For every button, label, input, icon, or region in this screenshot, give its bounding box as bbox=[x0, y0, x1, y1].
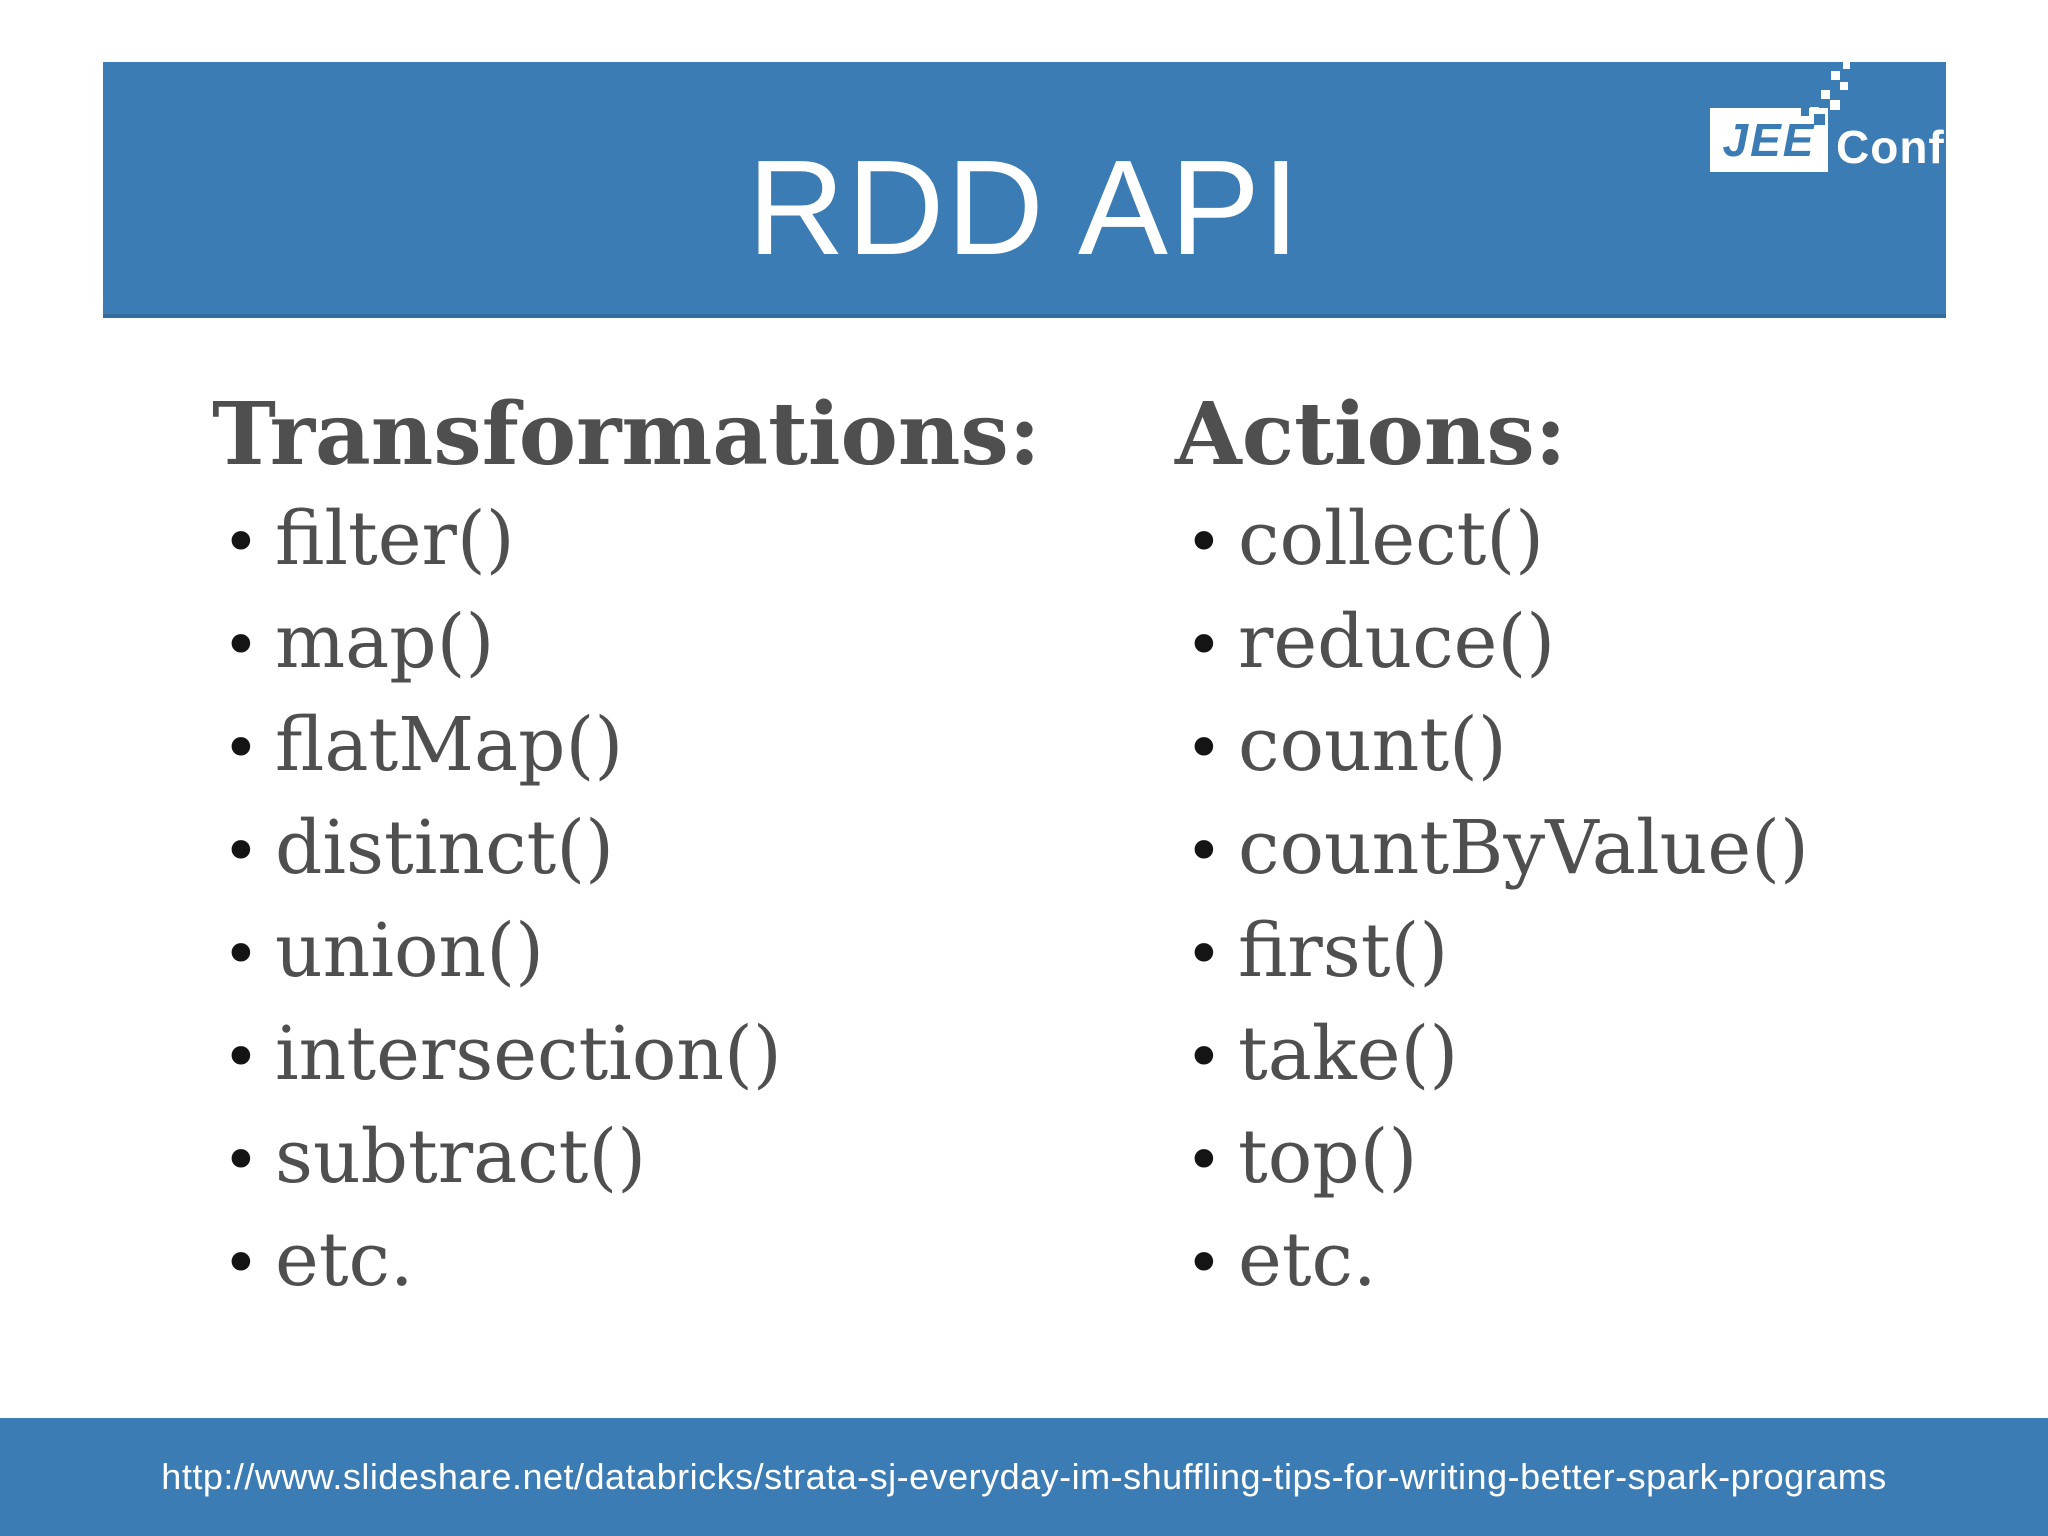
list-item: •subtract() bbox=[212, 1106, 1041, 1209]
list-item: •top() bbox=[1175, 1106, 1809, 1209]
source-url: http://www.slideshare.net/databricks/str… bbox=[161, 1456, 1887, 1497]
list-item-label: count() bbox=[1238, 702, 1507, 788]
pixel-trail-icon bbox=[1821, 90, 1830, 99]
list-item-label: reduce() bbox=[1238, 599, 1556, 685]
list-item: •distinct() bbox=[212, 797, 1041, 900]
list-item-label: etc. bbox=[275, 1217, 414, 1303]
list-item: •etc. bbox=[212, 1209, 1041, 1312]
bullet-icon: • bbox=[1185, 609, 1223, 683]
list-item: •etc. bbox=[1175, 1209, 1809, 1312]
bullet-icon: • bbox=[222, 506, 260, 580]
list-item: •collect() bbox=[1175, 488, 1809, 591]
pixel-trail-icon bbox=[1814, 114, 1825, 125]
list-item-label: first() bbox=[1238, 908, 1449, 994]
list-item-label: map() bbox=[275, 599, 495, 685]
list-item-label: intersection() bbox=[275, 1011, 782, 1097]
bullet-icon: • bbox=[1185, 1021, 1223, 1095]
list-item-label: distinct() bbox=[275, 805, 614, 891]
bullet-icon: • bbox=[1185, 1227, 1223, 1301]
list-item: •countByValue() bbox=[1175, 797, 1809, 900]
list-item-label: flatMap() bbox=[275, 702, 624, 788]
pixel-trail-icon bbox=[1831, 71, 1840, 80]
transformations-column: Transformations: •filter() •map() •flatM… bbox=[212, 382, 1041, 1312]
list-item-label: etc. bbox=[1238, 1217, 1377, 1303]
list-item-label: subtract() bbox=[275, 1114, 647, 1200]
list-item-label: union() bbox=[275, 908, 544, 994]
actions-heading: Actions: bbox=[1175, 384, 1567, 485]
jee-logo-text: JEE bbox=[1722, 114, 1816, 166]
list-item: •union() bbox=[212, 900, 1041, 1003]
bullet-icon: • bbox=[1185, 712, 1223, 786]
page-title: RDD API bbox=[747, 132, 1302, 283]
list-item: •count() bbox=[1175, 694, 1809, 797]
bullet-icon: • bbox=[222, 1124, 260, 1198]
list-item-label: filter() bbox=[275, 496, 515, 582]
list-item: •flatMap() bbox=[212, 694, 1041, 797]
list-item: •map() bbox=[212, 591, 1041, 694]
bullet-icon: • bbox=[1185, 815, 1223, 889]
list-item-label: take() bbox=[1238, 1011, 1459, 1097]
list-item: •intersection() bbox=[212, 1003, 1041, 1106]
actions-list: •collect() •reduce() •count() •countByVa… bbox=[1175, 488, 1809, 1312]
slide-footer: http://www.slideshare.net/databricks/str… bbox=[0, 1418, 2048, 1536]
pixel-trail-icon bbox=[1830, 100, 1840, 110]
bullet-icon: • bbox=[222, 1021, 260, 1095]
bullet-icon: • bbox=[222, 712, 260, 786]
bullet-icon: • bbox=[222, 815, 260, 889]
pixel-trail-icon bbox=[1840, 82, 1848, 90]
actions-column: Actions: •collect() •reduce() •count() •… bbox=[1175, 382, 1809, 1312]
conf-logo-text: Conf bbox=[1836, 121, 1945, 173]
pixel-trail-icon bbox=[1801, 108, 1809, 116]
slide-header: RDD API JEE Conf bbox=[103, 62, 1946, 318]
bullet-icon: • bbox=[222, 609, 260, 683]
jee-logo-box: JEE bbox=[1710, 108, 1828, 172]
list-item: •reduce() bbox=[1175, 591, 1809, 694]
bullet-icon: • bbox=[1185, 1124, 1223, 1198]
list-item-label: countByValue() bbox=[1238, 805, 1809, 891]
list-item: •first() bbox=[1175, 900, 1809, 1003]
bullet-icon: • bbox=[222, 1227, 260, 1301]
transformations-list: •filter() •map() •flatMap() •distinct() … bbox=[212, 488, 1041, 1312]
list-item-label: top() bbox=[1238, 1114, 1418, 1200]
list-item: •take() bbox=[1175, 1003, 1809, 1106]
bullet-icon: • bbox=[222, 918, 260, 992]
jeeconf-logo: JEE Conf bbox=[1697, 62, 1944, 242]
pixel-trail-icon bbox=[1843, 62, 1850, 69]
bullet-icon: • bbox=[1185, 918, 1223, 992]
list-item-label: collect() bbox=[1238, 496, 1545, 582]
list-item: •filter() bbox=[212, 488, 1041, 591]
bullet-icon: • bbox=[1185, 506, 1223, 580]
transformations-heading: Transformations: bbox=[212, 384, 1041, 485]
